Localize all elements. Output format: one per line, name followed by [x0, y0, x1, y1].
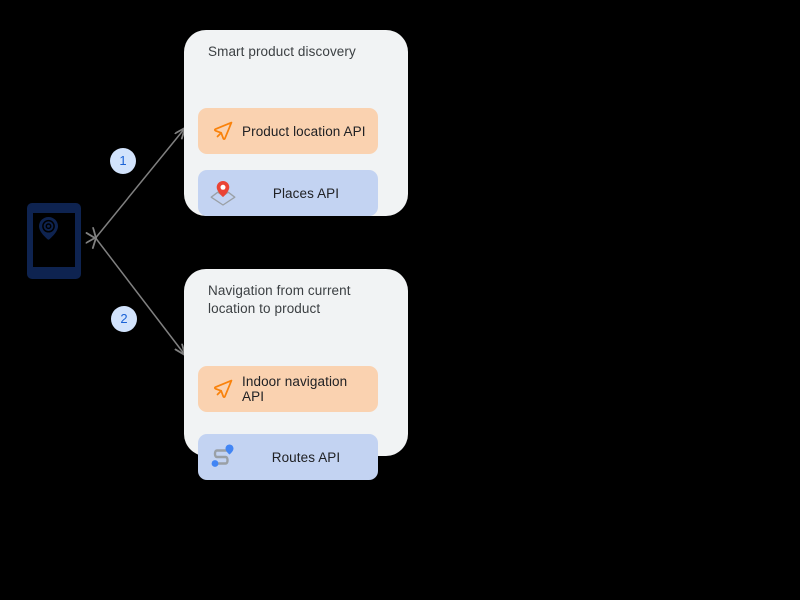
route-path-icon	[206, 440, 240, 474]
card-navigation-to-product: Navigation from current location to prod…	[184, 269, 408, 480]
mobile-phone	[27, 203, 81, 279]
card-title: Smart product discovery	[208, 44, 356, 59]
step-badge-2: 2	[111, 306, 137, 332]
api-pill-places[interactable]: Places API	[198, 170, 378, 216]
step-badge-1: 1	[110, 148, 136, 174]
api-pill-routes[interactable]: Routes API	[198, 434, 378, 480]
api-pill-label: Indoor navigation API	[242, 374, 348, 404]
connector-phone-to-card-1	[96, 128, 185, 238]
location-target-icon	[39, 217, 58, 240]
navigation-arrow-icon	[206, 114, 240, 148]
connector-phone-to-card-2	[96, 239, 185, 356]
navigation-arrow-icon	[206, 372, 240, 406]
map-pin-icon	[206, 176, 240, 210]
api-pill-indoor-navigation[interactable]: Indoor navigation API	[198, 366, 378, 412]
api-pill-label: Product location API	[242, 123, 366, 139]
card-smart-product-discovery: Smart product discovery Product location…	[184, 30, 408, 216]
api-pill-product-location[interactable]: Product location API	[198, 108, 378, 154]
api-pill-label: Routes API	[271, 449, 341, 465]
api-pill-label: Places API	[272, 185, 340, 201]
card-title: Navigation from current location to prod…	[208, 283, 351, 316]
